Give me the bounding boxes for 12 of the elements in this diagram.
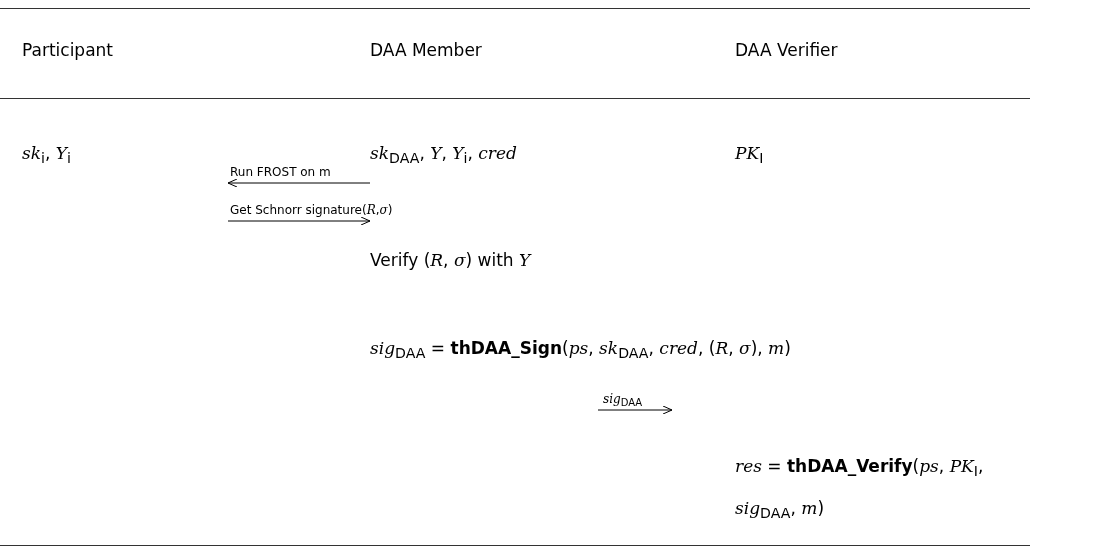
formula-text: sig$_{DAA}$ = thDAA_Sign(ps, sk$_{DAA}$, cred, (R, σ), m) [370,338,791,362]
math-text: sk$_{i}$, Y$_{i}$ [22,143,71,167]
column-header: Participant [22,40,113,60]
column-header: DAA Verifier [735,40,838,60]
message-label: Get Schnorr signature(R,σ) [230,203,393,217]
column-header: DAA Member [370,40,482,60]
message-label: sig$_{DAA}$ [603,392,643,409]
formula-text: res = thDAA_Verify(ps, PK$_{I}$, sig$_{DAA}$, m) [735,455,985,524]
math-text: sk$_{DAA}$, Y, Y$_{i}$, cred [370,143,517,167]
math-text: PK$_{I}$ [735,143,764,167]
message-label: Run FROST on m [230,165,331,179]
step-text: Verify (R, σ) with Y [370,250,531,270]
